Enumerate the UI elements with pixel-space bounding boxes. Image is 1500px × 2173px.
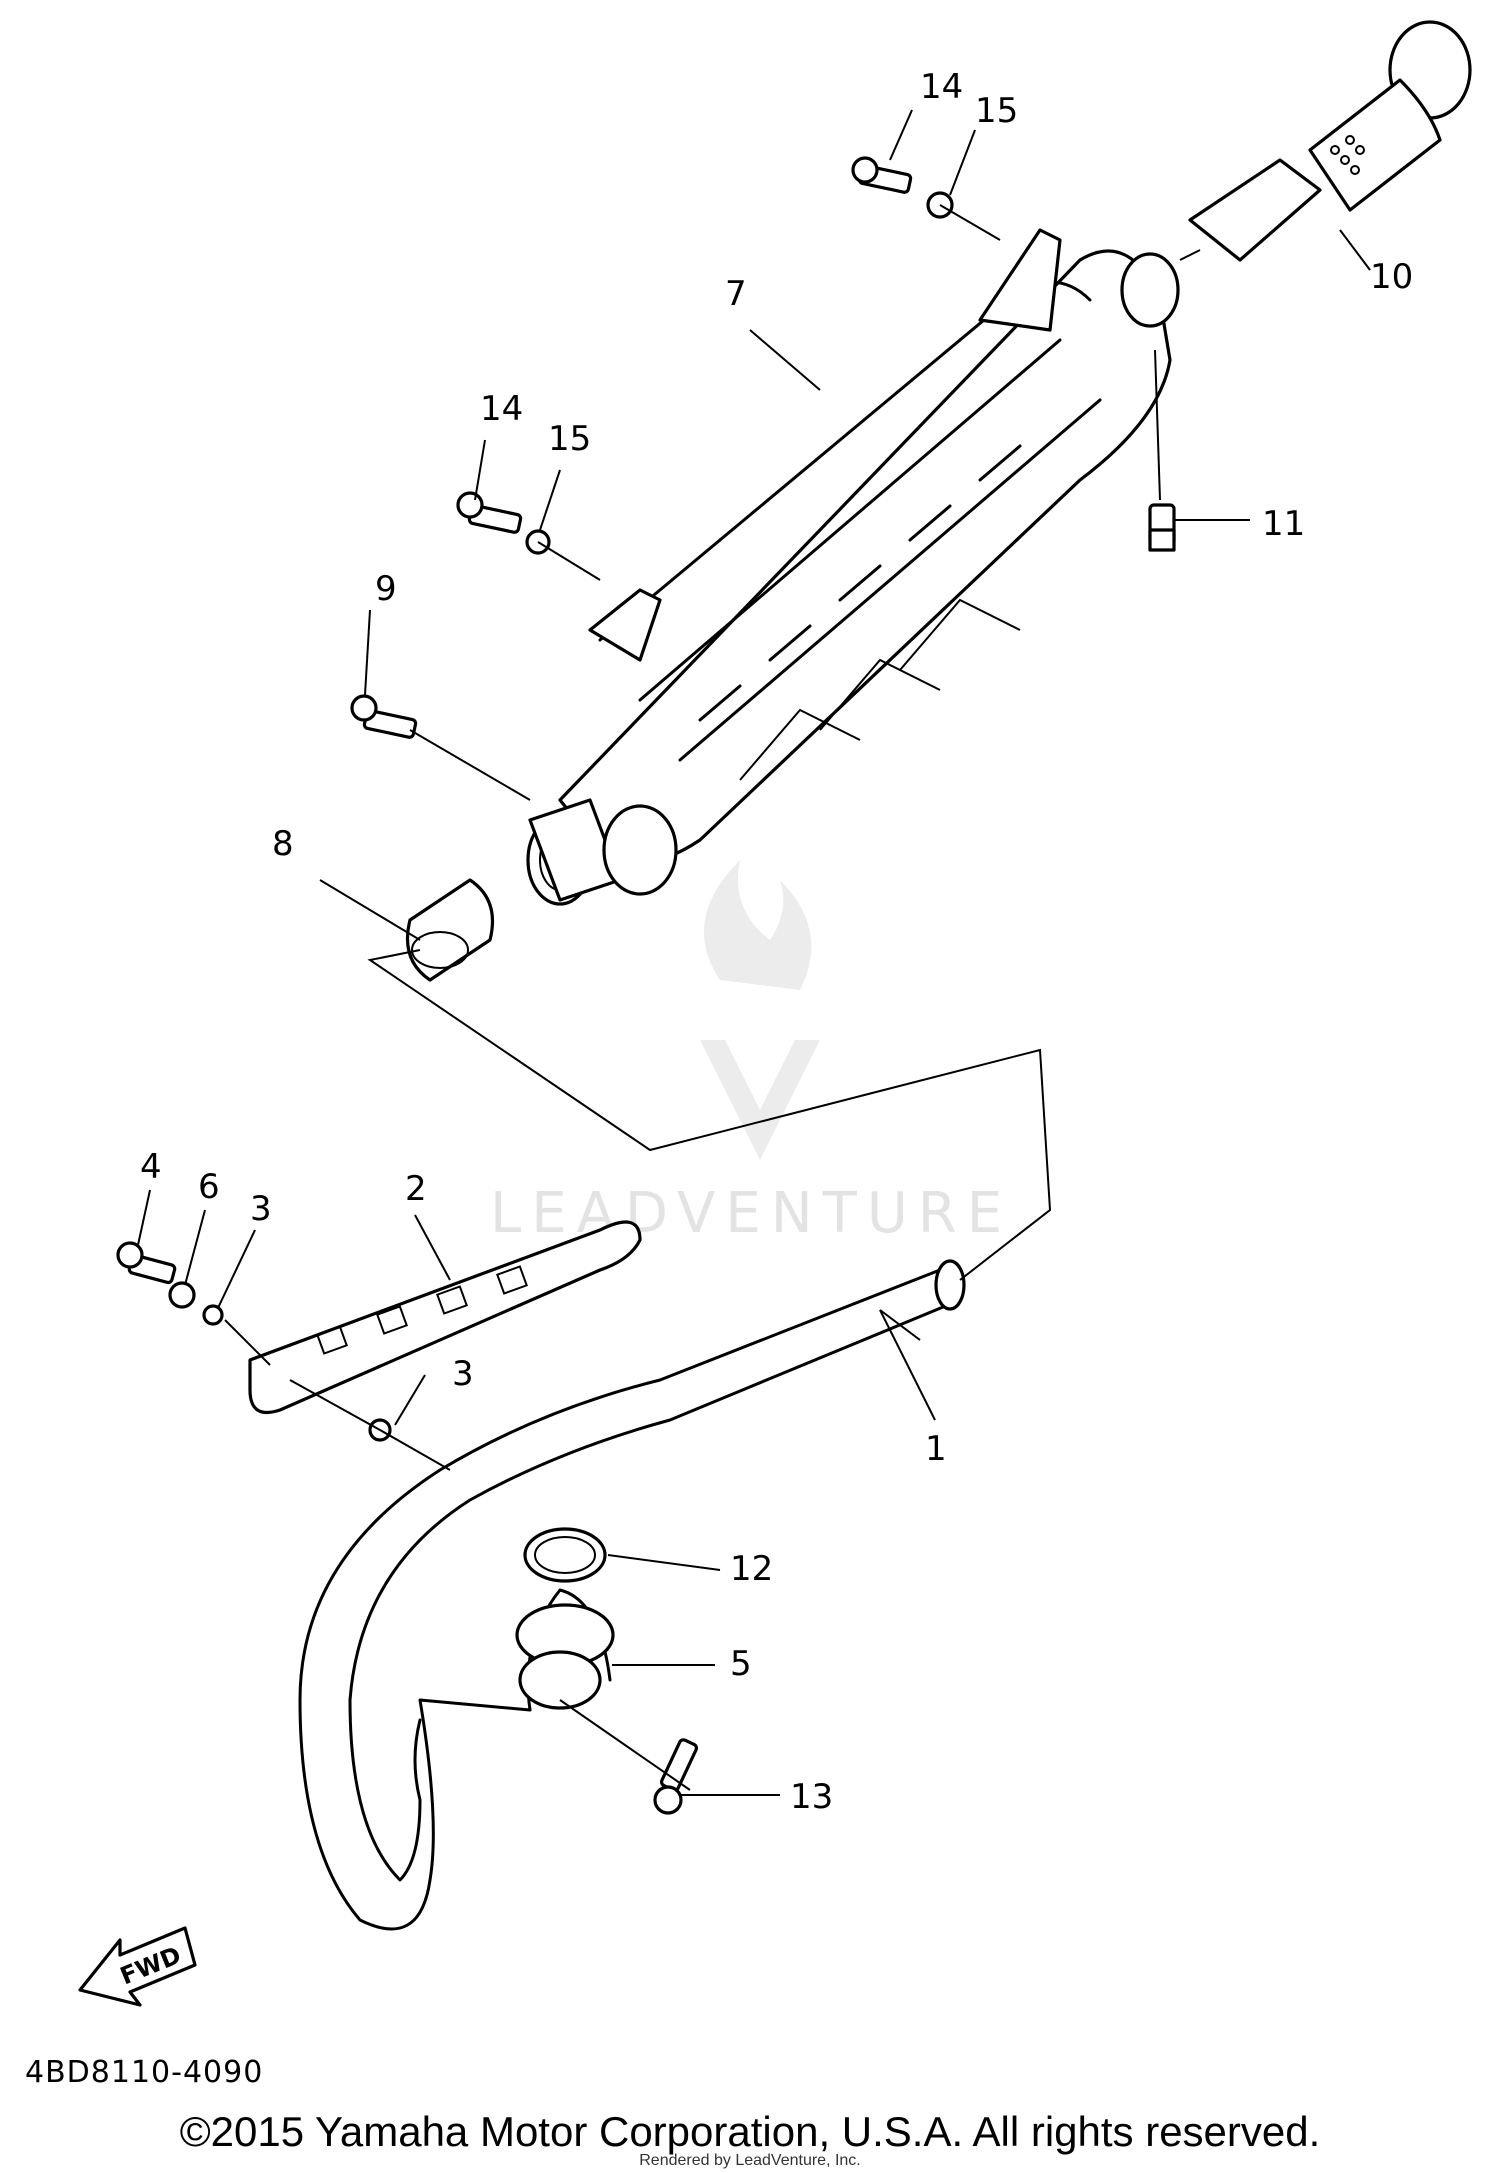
washer-6[interactable] bbox=[168, 1281, 196, 1309]
callout-7: 7 bbox=[725, 274, 747, 314]
end-cap[interactable] bbox=[1188, 20, 1472, 262]
callout-2: 2 bbox=[405, 1169, 427, 1209]
callout-12: 12 bbox=[730, 1549, 773, 1589]
callout-14-lower: 14 bbox=[480, 389, 523, 429]
diagram-code: 4BD8110-4090 bbox=[25, 2055, 263, 2090]
bolt-9[interactable] bbox=[350, 694, 418, 739]
callout-14-upper: 14 bbox=[920, 67, 963, 107]
callout-9: 9 bbox=[375, 569, 397, 609]
callout-1: 1 bbox=[925, 1429, 947, 1469]
callout-10: 10 bbox=[1370, 257, 1413, 297]
callout-5: 5 bbox=[730, 1644, 752, 1684]
gasket[interactable] bbox=[405, 878, 495, 982]
rendered-by-note: Rendered by LeadVenture, Inc. bbox=[639, 2152, 861, 2169]
bolt-4[interactable] bbox=[116, 1241, 177, 1285]
callout-3-lower: 3 bbox=[452, 1354, 474, 1394]
protector[interactable] bbox=[248, 1220, 642, 1415]
watermark-text: LEADVENTURE bbox=[490, 1181, 1012, 1246]
callout-3-upper: 3 bbox=[250, 1189, 272, 1229]
washer-3-upper[interactable] bbox=[202, 1304, 224, 1326]
copyright-notice: ©2015 Yamaha Motor Corporation, U.S.A. A… bbox=[179, 2108, 1321, 2155]
callout-6: 6 bbox=[198, 1167, 220, 1207]
bolt-14-upper[interactable] bbox=[851, 156, 913, 194]
exhaust-pipe[interactable] bbox=[298, 1259, 966, 1931]
leader-lines bbox=[137, 109, 1371, 1796]
flange[interactable] bbox=[515, 1603, 615, 1710]
fwd-arrow-icon: FWD bbox=[78, 1926, 197, 2007]
gasket-ring[interactable] bbox=[523, 1527, 607, 1583]
leadventure-watermark: LEADVENTURE bbox=[490, 860, 1012, 1246]
bolt-11[interactable] bbox=[1148, 503, 1176, 552]
bolt-14-lower[interactable] bbox=[456, 491, 523, 534]
callout-13: 13 bbox=[790, 1777, 833, 1817]
bolt-13[interactable] bbox=[653, 1738, 699, 1815]
callout-11: 11 bbox=[1262, 504, 1305, 544]
callout-15-upper: 15 bbox=[975, 91, 1018, 131]
callout-15-lower: 15 bbox=[548, 419, 591, 459]
callout-8: 8 bbox=[272, 824, 294, 864]
callout-4: 4 bbox=[140, 1147, 162, 1187]
muffler[interactable] bbox=[526, 228, 1180, 906]
